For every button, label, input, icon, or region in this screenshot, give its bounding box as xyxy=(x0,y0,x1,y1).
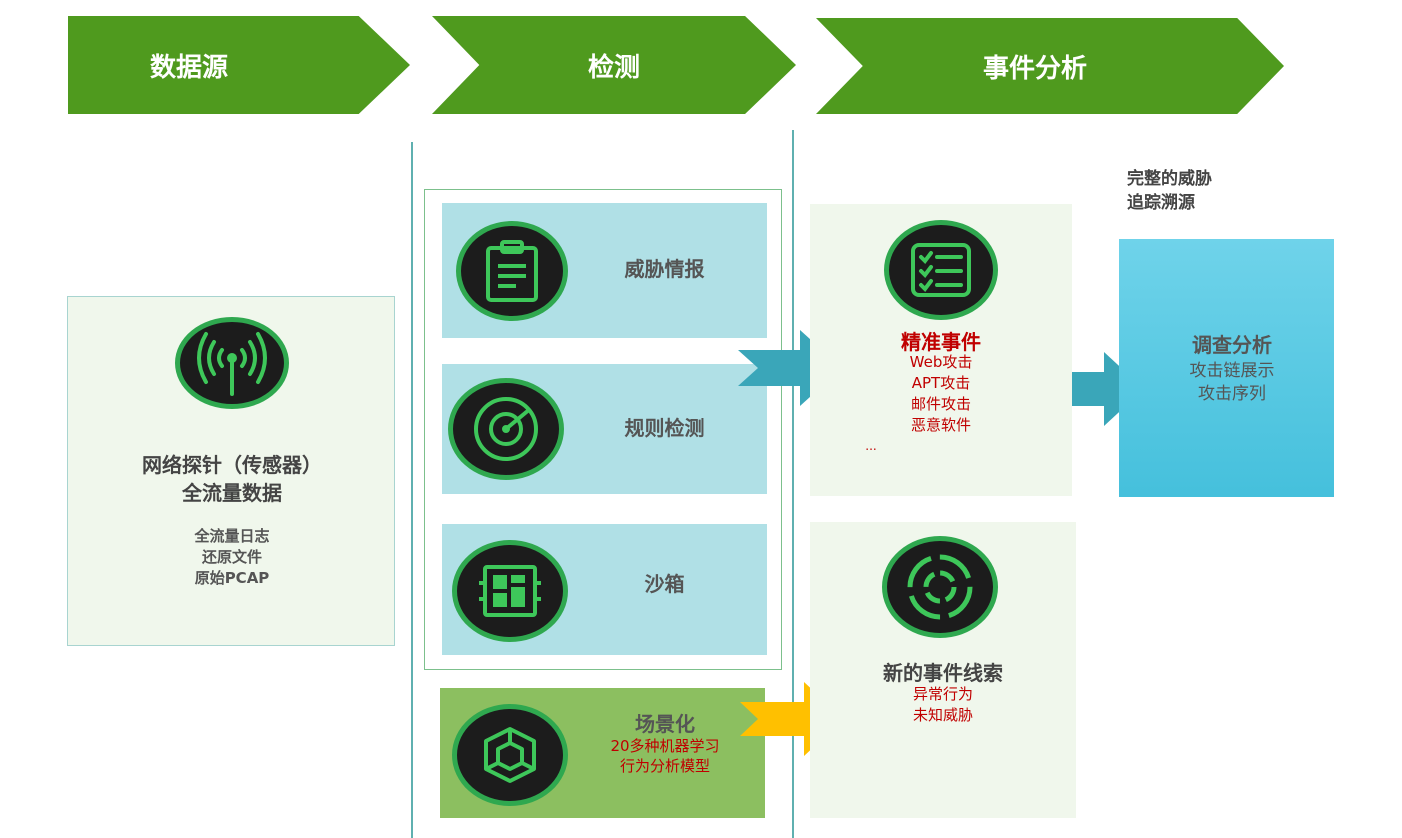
checklist-icon xyxy=(884,220,998,320)
precise-event-item: Web攻击 xyxy=(909,353,973,371)
new-clue-item: 未知威胁 xyxy=(912,706,973,724)
sandbox-box: 沙箱 xyxy=(442,524,767,655)
divider-right xyxy=(792,130,794,838)
rule-detect-label: 规则检测 xyxy=(624,416,705,440)
divider-left xyxy=(411,142,413,838)
sandbox-icon xyxy=(452,540,568,642)
investigation-line2: 攻击序列 xyxy=(1198,384,1266,404)
precise-event-item: APT攻击 xyxy=(911,374,971,392)
investigation-title: 调查分析 xyxy=(1192,333,1272,357)
precise-event-item: 恶意软件 xyxy=(910,416,971,434)
scenario-line2: 行为分析模型 xyxy=(619,757,710,775)
clipboard-icon xyxy=(456,221,568,321)
cube-icon xyxy=(452,704,568,806)
investigation-caption-line2: 追踪溯源 xyxy=(1127,193,1195,213)
new-clue-item: 异常行为 xyxy=(912,685,973,703)
radar-icon xyxy=(448,378,564,480)
header-detection-label: 检测 xyxy=(587,52,640,83)
threat-intel-label: 威胁情报 xyxy=(624,257,705,281)
teal-arrow-event-to-investigation xyxy=(1042,352,1144,426)
wifi-sensor-icon xyxy=(175,317,289,409)
header-detection: 检测 xyxy=(432,16,796,114)
rule-detect-box: 规则检测 xyxy=(442,364,767,494)
datasource-title-line1: 网络探针（传感器） xyxy=(142,453,322,477)
precise-event-item: 邮件攻击 xyxy=(910,395,971,413)
detection-frame xyxy=(424,189,782,670)
investigation-caption-line1: 完整的威胁 xyxy=(1127,169,1212,189)
scenario-line1: 20多种机器学习 xyxy=(610,737,720,755)
datasource-panel: 网络探针（传感器） 全流量数据 全流量日志 还原文件 原始PCAP xyxy=(67,296,395,646)
new-clue-title: 新的事件线索 xyxy=(883,661,1003,685)
investigation-line1: 攻击链展示 xyxy=(1189,361,1275,381)
threat-intel-box: 威胁情报 xyxy=(442,203,767,338)
new-clue-box: 新的事件线索 异常行为 未知威胁 xyxy=(810,522,1076,818)
precise-event-box: 精准事件 Web攻击 APT攻击 邮件攻击 恶意软件 ... xyxy=(810,204,1072,496)
header-event-analysis: 事件分析 xyxy=(816,18,1284,114)
precise-event-title: 精准事件 xyxy=(901,330,981,354)
target-icon xyxy=(882,536,998,638)
scenario-title: 场景化 xyxy=(635,712,695,736)
scenario-box: 场景化 20多种机器学习 行为分析模型 xyxy=(440,688,765,818)
datasource-item: 还原文件 xyxy=(201,548,262,566)
datasource-item: 原始PCAP xyxy=(194,569,270,587)
precise-event-item: ... xyxy=(865,439,877,453)
header-event-analysis-label: 事件分析 xyxy=(982,53,1087,84)
investigation-box: 调查分析 攻击链展示 攻击序列 xyxy=(1119,239,1334,497)
datasource-title-line2: 全流量数据 xyxy=(182,481,282,505)
header-datasource-label: 数据源 xyxy=(149,52,228,83)
sandbox-label: 沙箱 xyxy=(644,572,685,596)
header-datasource: 数据源 xyxy=(68,16,410,114)
datasource-item: 全流量日志 xyxy=(194,527,270,545)
